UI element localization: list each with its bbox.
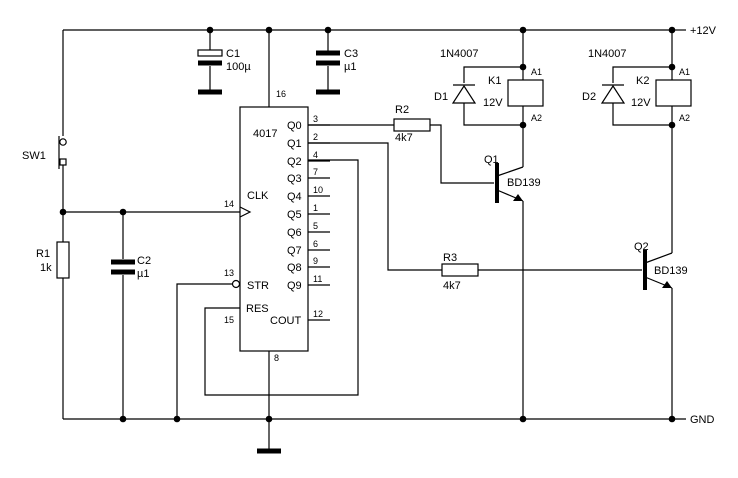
junction-dot bbox=[206, 26, 214, 34]
q2-transistor bbox=[643, 250, 673, 419]
ic-output-label: Q3 bbox=[287, 173, 302, 185]
ic-clk-pin: 14 bbox=[224, 199, 234, 209]
c1-capacitor bbox=[197, 30, 223, 95]
relay-k2-stage bbox=[612, 30, 692, 253]
junction-dot bbox=[119, 208, 127, 216]
ic-cout-pin: 12 bbox=[313, 309, 323, 319]
c2-label: C2 bbox=[137, 255, 151, 267]
ic-output-label: Q2 bbox=[287, 156, 302, 168]
r1-label: R1 bbox=[36, 248, 50, 260]
k1-a2-label: A2 bbox=[531, 113, 542, 123]
q2-label: Q2 bbox=[634, 241, 649, 253]
junction-dot bbox=[265, 26, 273, 34]
ic-output-pin-number: 7 bbox=[313, 167, 318, 177]
ic-output-label: Q6 bbox=[287, 227, 302, 239]
ic-gnd-wire bbox=[257, 351, 281, 454]
ic-str-pin: 13 bbox=[224, 268, 234, 278]
junction-dot bbox=[519, 63, 527, 71]
r3-label: R3 bbox=[443, 252, 457, 264]
q2-type: BD139 bbox=[654, 265, 688, 277]
d2-label: D2 bbox=[582, 91, 596, 103]
k2-a2-label: A2 bbox=[679, 113, 690, 123]
q1-label: Q1 bbox=[484, 154, 499, 166]
ic-clk-label: CLK bbox=[247, 190, 269, 202]
vcc-label: +12V bbox=[690, 25, 717, 37]
q1-transistor bbox=[495, 163, 524, 419]
ic-output-label: Q1 bbox=[287, 138, 302, 150]
k2-a1-label: A1 bbox=[679, 67, 690, 77]
r3-resistor bbox=[308, 142, 642, 277]
ic-output-pin-number: 4 bbox=[313, 150, 318, 160]
junction-dot bbox=[668, 415, 676, 423]
ic-name: 4017 bbox=[253, 128, 277, 140]
d1-label: D1 bbox=[434, 91, 448, 103]
c3-value: µ1 bbox=[344, 61, 356, 73]
ic-output-label: Q5 bbox=[287, 209, 302, 221]
sw1-switch bbox=[58, 30, 67, 242]
k1-voltage: 12V bbox=[483, 97, 503, 109]
d2-type: 1N4007 bbox=[588, 48, 627, 60]
junction-dot bbox=[668, 26, 676, 34]
junction-dots bbox=[59, 26, 676, 423]
c2-value: µ1 bbox=[137, 268, 149, 280]
c1-value: 100µ bbox=[226, 61, 251, 73]
junction-dot bbox=[668, 121, 676, 129]
junction-dot bbox=[265, 415, 273, 423]
reset-loop-wire bbox=[204, 159, 359, 396]
ic-res-label: RES bbox=[246, 303, 269, 315]
ic-gnd-pin: 8 bbox=[274, 353, 279, 363]
ic-cout-label: COUT bbox=[270, 315, 301, 327]
ic-output-pin-number: 3 bbox=[313, 114, 318, 124]
ic-output-label: Q7 bbox=[287, 245, 302, 257]
k2-voltage: 12V bbox=[631, 97, 651, 109]
junction-dot bbox=[324, 26, 332, 34]
r2-label: R2 bbox=[395, 104, 409, 116]
ic-output-pin-number: 9 bbox=[313, 256, 318, 266]
str-ground-wire bbox=[176, 283, 232, 419]
ic-output-pin-number: 2 bbox=[313, 132, 318, 142]
r2-resistor bbox=[308, 118, 494, 184]
q1-type: BD139 bbox=[507, 177, 541, 189]
ic-output-pin-number: 5 bbox=[313, 221, 318, 231]
ic-output-label: Q0 bbox=[287, 120, 302, 132]
ic-str-label: STR bbox=[247, 280, 269, 292]
c1-label: C1 bbox=[226, 48, 240, 60]
k1-label: K1 bbox=[488, 75, 501, 87]
r2-value: 4k7 bbox=[395, 132, 413, 144]
junction-dot bbox=[119, 415, 127, 423]
junction-dot bbox=[519, 415, 527, 423]
gnd-label: GND bbox=[690, 414, 715, 426]
ic-vdd-pin: 16 bbox=[276, 89, 286, 99]
junction-dot bbox=[59, 208, 67, 216]
ic-4017 bbox=[231, 106, 309, 352]
r3-value: 4k7 bbox=[443, 280, 461, 292]
d1-type: 1N4007 bbox=[440, 48, 479, 60]
junction-dot bbox=[668, 63, 676, 71]
d1-diode bbox=[451, 84, 477, 104]
k2-label: K2 bbox=[636, 75, 649, 87]
ic-res-pin: 15 bbox=[224, 315, 234, 325]
d2-diode bbox=[600, 84, 626, 104]
c2-capacitor bbox=[111, 259, 135, 419]
ic-output-label: Q8 bbox=[287, 262, 302, 274]
ic-output-pin-number: 6 bbox=[313, 239, 318, 249]
c3-label: C3 bbox=[344, 48, 358, 60]
r1-resistor bbox=[56, 241, 70, 419]
ic-output-pin-number: 11 bbox=[313, 274, 322, 284]
ic-output-label: Q9 bbox=[287, 280, 302, 292]
ic-output-pin-number: 10 bbox=[313, 185, 323, 195]
clk-node-wires bbox=[63, 211, 240, 259]
sw1-label: SW1 bbox=[22, 150, 46, 162]
c3-capacitor bbox=[316, 30, 340, 95]
ic-output-pin-number: 1 bbox=[313, 203, 318, 213]
junction-dot bbox=[173, 415, 181, 423]
junction-dot bbox=[519, 121, 527, 129]
r1-value: 1k bbox=[40, 262, 52, 274]
k1-a1-label: A1 bbox=[531, 67, 542, 77]
junction-dot bbox=[519, 26, 527, 34]
ic-output-label: Q4 bbox=[287, 191, 302, 203]
